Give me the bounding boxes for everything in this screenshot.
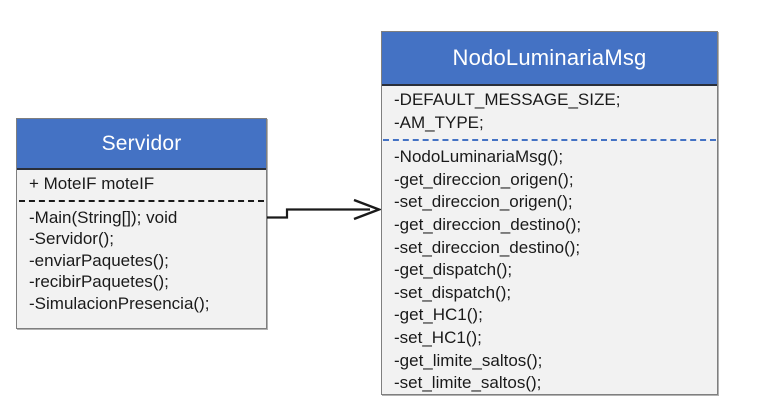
method-row: -get_direccion_origen(); (394, 169, 574, 189)
attribute-row: + MoteIF moteIF (29, 174, 155, 193)
method-row: -set_HC1(); (394, 327, 482, 347)
method-row: -set_direccion_destino(); (394, 237, 581, 257)
method-row: -get_direccion_destino(); (394, 214, 582, 234)
method-row: -Servidor(); (29, 229, 115, 248)
attribute-row: -AM_TYPE; (394, 112, 484, 132)
uml-class-servidor[interactable]: Servidor + MoteIF moteIF -Main(String[])… (16, 118, 267, 329)
method-row: -SimulacionPresencia(); (29, 293, 210, 313)
attribute-row: -DEFAULT_MESSAGE_SIZE; (394, 90, 621, 109)
method-row: -enviarPaquetes(); (29, 250, 169, 270)
method-row: -get_limite_saltos(); (394, 350, 543, 370)
class-name-nodoluminariamsg: NodoLuminariaMsg (382, 32, 717, 86)
methods-compartment-nodoluminariamsg: -NodoLuminariaMsg(); -get_direccion_orig… (382, 143, 717, 398)
method-row: -set_dispatch(); (394, 282, 512, 302)
class-name-servidor: Servidor (17, 119, 266, 170)
uml-class-nodoluminariamsg[interactable]: NodoLuminariaMsg -DEFAULT_MESSAGE_SIZE; … (381, 31, 718, 395)
method-row: -Main(String[]); void (29, 207, 178, 227)
compartment-separator (19, 199, 264, 202)
method-row: -get_dispatch(); (394, 260, 513, 280)
attributes-compartment-nodoluminariamsg: -DEFAULT_MESSAGE_SIZE; -AM_TYPE; (382, 86, 717, 137)
method-row: -set_limite_saltos(); (394, 373, 542, 393)
open-arrow-icon (353, 198, 383, 221)
method-row: -recibirPaquetes(); (29, 272, 169, 291)
attributes-compartment-servidor: + MoteIF moteIF (17, 170, 266, 198)
connector-line (267, 208, 370, 219)
method-row: -get_HC1(); (394, 305, 483, 325)
method-row: -set_direccion_origen(); (394, 192, 573, 212)
compartment-separator (383, 139, 716, 142)
method-row: -NodoLuminariaMsg(); (394, 147, 564, 167)
methods-compartment-servidor: -Main(String[]); void -Servidor(); -envi… (17, 204, 266, 318)
